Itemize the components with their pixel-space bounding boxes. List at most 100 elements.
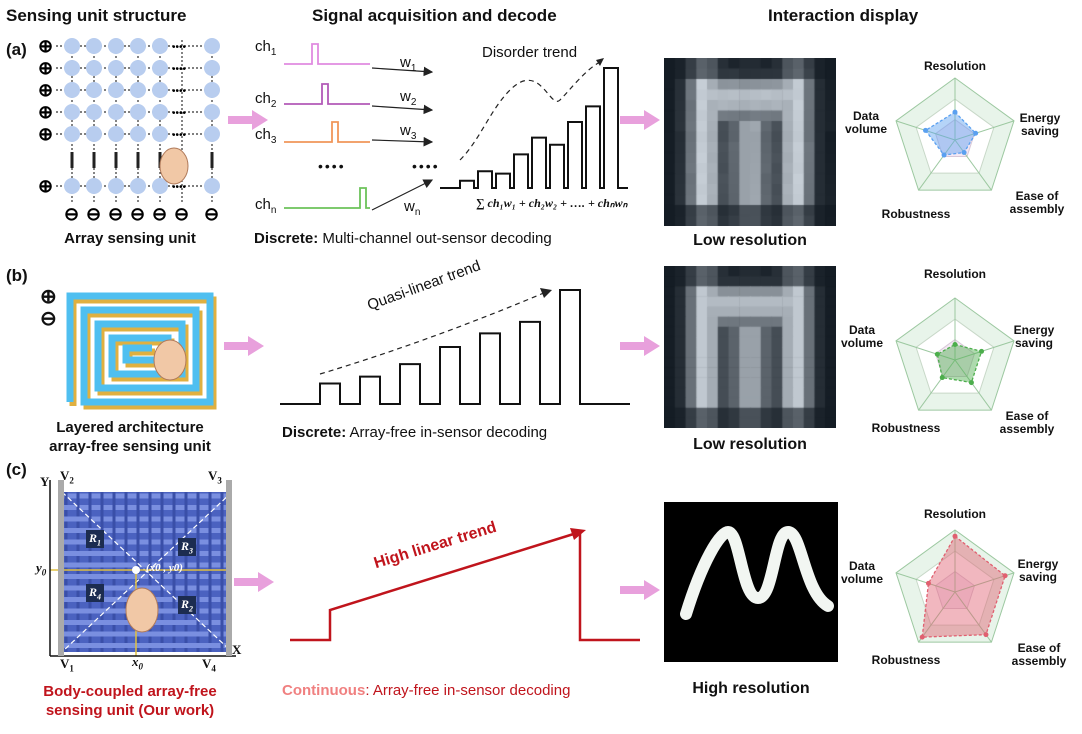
sensing-node [152,60,168,76]
radar-spoke [918,359,956,411]
horizontal-ellipsis: •••• [172,42,187,53]
y0-label: y0 [36,560,47,578]
vertical-ellipsis [136,152,140,168]
quasi-linear-waveform [280,288,630,405]
radar-data-polygon [921,535,1006,638]
radar-data-point [983,632,989,638]
header-signal: Signal acquisition and decode [312,6,557,25]
sensing-node [108,38,124,54]
arrow-icon [620,336,660,356]
radar-c-robustness: Robustness [871,653,941,667]
minus-icon: ⊖ [152,204,167,224]
weight-label-3: w3 [400,122,417,142]
disorder-trend-waveform [440,58,628,189]
channel-label-1: ch1 [255,38,277,58]
decoding-equation: ∑ ch₁w₁ + ch₂w₂ + …. + chₙwₙ [476,196,628,210]
arrow-icon [620,110,660,130]
sensing-node [86,178,102,194]
bar-mark [480,333,500,404]
radar-data-point [968,380,974,386]
radar-data-point [919,634,925,640]
minus-icon: ⊖ [40,308,57,330]
high-linear-waveform [290,528,640,642]
touch-point [132,566,140,574]
weight-ellipsis: •••• [412,158,440,174]
channel-label-2: ch2 [255,90,277,110]
plus-icon: ⊕ [38,124,53,144]
sensing-node [108,60,124,76]
sensing-node [204,104,220,120]
panel-b-description: Discrete: Array-free in-sensor decoding [282,424,548,441]
horizontal-ellipsis: •••• [172,86,187,97]
layered-spiral-sensor [66,292,217,410]
axis-y-label: Y [40,474,50,489]
bar-mark [586,106,600,188]
sensing-node [152,82,168,98]
radar-a-resolution: Resolution [924,59,986,73]
display-caption-a: Low resolution [693,232,807,249]
vertical-ellipsis [114,152,118,168]
disorder-trend-label: Disorder trend [482,44,578,61]
radar-spoke [954,139,992,191]
low-resolution-display [664,58,836,226]
sensing-node [130,82,146,98]
channel-label-3: ch3 [255,126,277,146]
radar-spoke [918,591,956,643]
electrode-v2-label: V2 [60,468,74,486]
panel-label-b: (b) [6,266,28,285]
sensing-node [108,104,124,120]
display-caption-b: Low resolution [693,436,807,453]
radar-data-polygon [936,343,983,384]
electrode-v4-label: V4 [202,656,216,674]
arrow-icon [224,336,264,356]
sensing-node [152,126,168,142]
panel-a-description: Discrete: Multi-channel out-sensor decod… [254,230,552,247]
radar-data-point [925,580,931,586]
sensing-node [108,126,124,142]
bar-mark [440,347,460,404]
radar-c-resolution: Resolution [924,507,986,521]
bar-mark [560,290,580,404]
plus-icon: ⊕ [38,176,53,196]
sensing-node [86,60,102,76]
plus-icon: ⊕ [40,286,57,308]
sensing-node [64,178,80,194]
high-resolution-display [664,502,838,662]
sensing-node [130,178,146,194]
spiral-blue-layer [66,292,214,406]
radar-spoke [895,340,956,361]
array-sensing-caption: Array sensing unit [64,230,196,247]
bar-mark [514,154,528,188]
channel-pulse-1 [284,43,370,65]
bar-mark [520,322,540,404]
bar-mark [478,171,492,188]
panel-label-c: (c) [6,460,27,479]
r4-label: R4 [86,584,105,603]
electrode-v1-label: V1 [60,656,74,674]
vertical-ellipsis [210,152,214,168]
radar-data-point [952,109,958,115]
channel-pulses [284,43,370,209]
vertical-ellipsis [70,152,74,168]
bar-mark [496,174,510,188]
electrode-bar [58,480,64,656]
sensing-node [152,104,168,120]
sensing-node [204,38,220,54]
sensing-node [86,104,102,120]
bar-mark [604,68,618,188]
axis-x-label: X [232,642,242,657]
sensing-node [130,104,146,120]
sensing-node [64,82,80,98]
horizontal-ellipsis: •••• [172,130,187,141]
minus-icon: ⊖ [108,204,123,224]
array-sensing-grid: ⊕⊕⊕⊕⊕⊕⊖⊖⊖⊖⊖⊖⊖•••••••••••••••••••••••• [38,36,220,224]
trend-arrowhead [596,58,604,66]
minus-icon: ⊖ [174,204,189,224]
finger-icon [159,147,189,185]
woven-fabric-sensor [49,480,236,657]
